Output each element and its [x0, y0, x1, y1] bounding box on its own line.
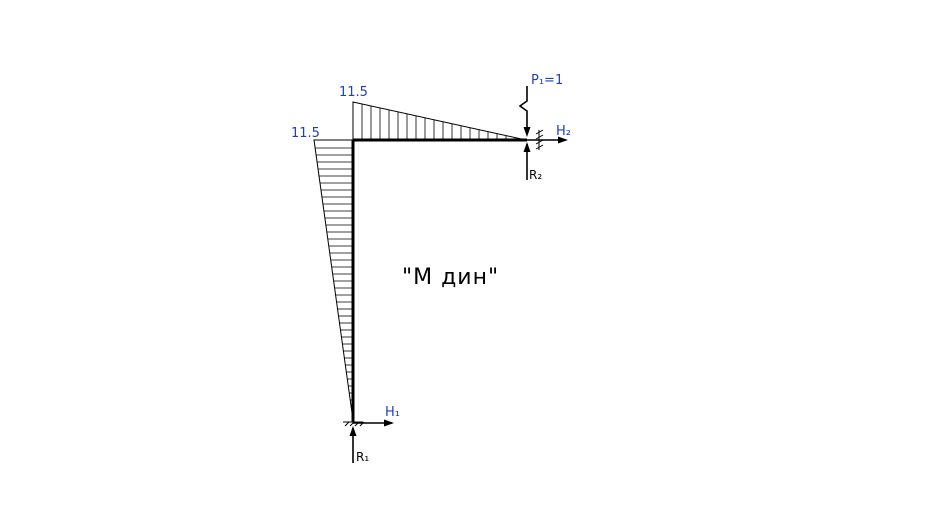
column-moment-diagram: [313, 139, 354, 421]
beam-moment-value: 11.5: [339, 85, 368, 100]
load-label: P₁=1: [531, 73, 563, 88]
r1-arrow: [349, 426, 357, 463]
support-right: [535, 129, 544, 150]
h1-label: H₁: [385, 405, 400, 420]
h2-arrow: [527, 136, 568, 144]
diagram-title: "M дин": [402, 265, 499, 290]
h2-label: H₂: [556, 124, 571, 139]
beam-moment-diagram: [352, 101, 527, 141]
column-moment-value: 11.5: [291, 126, 320, 141]
r1-label: R₁: [356, 450, 369, 464]
r2-label: R₂: [529, 168, 542, 182]
h1-arrow: [353, 419, 394, 427]
load-arrow: [518, 86, 531, 137]
frame: [351, 138, 527, 422]
r2-arrow: [523, 142, 531, 180]
